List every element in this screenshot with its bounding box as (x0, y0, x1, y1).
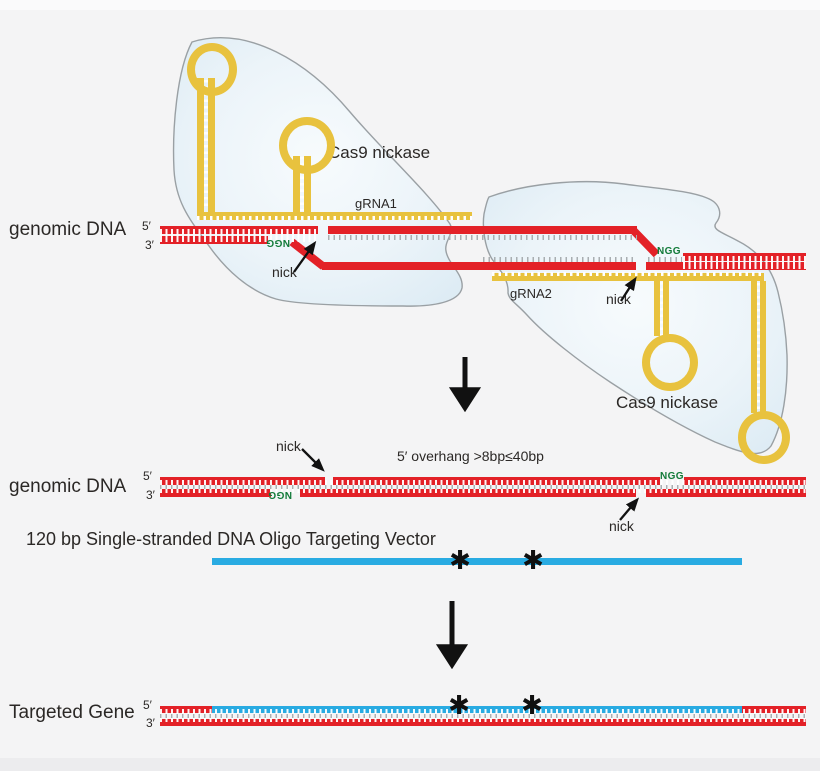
cas9-nickase-label-left: Cas9 nickase (328, 143, 431, 162)
grna1-hairpin1-rungs (204, 80, 208, 210)
top-strand-mid-segment (328, 226, 637, 234)
mutation-asterisk-gene-2: ✱ (521, 690, 543, 721)
grna2-hairpin2-loop (738, 411, 790, 464)
unpaired-ticks-under-pam (648, 257, 682, 262)
three-prime-label-top: 3′ (145, 238, 154, 252)
ssdna-oligo-line (212, 558, 742, 565)
base-pair-ticks-gene-gap (160, 714, 806, 718)
grna2-hairpin1-rungs (660, 282, 663, 335)
three-prime-label-mid: 3′ (146, 488, 155, 502)
bottom-strand-displaced-segment (322, 262, 636, 270)
nick-label-top-right: nick (606, 291, 631, 307)
top-edge-band (0, 0, 820, 10)
mid-bottom-strand-seg1 (160, 489, 271, 497)
five-prime-label-top: 5′ (142, 219, 151, 233)
mid-bottom-strand-seg3 (646, 489, 806, 497)
base-pair-ticks-top-right-duplex (683, 256, 806, 269)
gene-bottom-strand (160, 719, 806, 726)
grna1-hairpin2-loop (279, 117, 335, 174)
pam-ngg-top-right: NGG (657, 246, 681, 257)
genomic-dna-label-top: genomic DNA (9, 219, 127, 240)
base-pair-ticks-top-left-duplex (160, 229, 318, 242)
grna1-hairpin1-rail-right (208, 78, 215, 212)
unpaired-ticks-top-strand (328, 235, 637, 240)
pam-ngg-top-left: NGG (266, 237, 290, 248)
targeted-gene-label: Targeted Gene (9, 702, 135, 723)
grna1-hairpin1-rail-left (197, 78, 204, 212)
top-strand-diagonal (630, 227, 660, 258)
grna2-pairing-teeth (492, 272, 764, 276)
grna2-hairpin1-rail-right (663, 281, 669, 336)
nick-label-top-left: nick (272, 264, 297, 280)
grna1-label: gRNA1 (355, 196, 397, 211)
nick-label-mid-right: nick (609, 518, 634, 534)
mutation-asterisk-oligo-2: ✱ (522, 545, 544, 576)
genomic-dna-label-mid: genomic DNA (9, 476, 127, 497)
mutation-asterisk-gene-1: ✱ (448, 690, 470, 721)
grna2-hairpin2-rungs (757, 283, 760, 411)
grna1-pairing-teeth (197, 216, 472, 220)
three-prime-label-bottom: 3′ (146, 716, 155, 730)
pam-ngg-top-left-text: NGG (266, 237, 290, 248)
mutation-asterisk-oligo-1: ✱ (449, 545, 471, 576)
cas9-nickase-label-right: Cas9 nickase (616, 393, 719, 412)
cas9-nickase-cell-right (482, 180, 788, 455)
grna1-hairpin1-loop (187, 43, 237, 96)
nick-label-mid-left: nick (276, 438, 301, 454)
pam-ngg-mid-left-text: NGG (268, 489, 292, 500)
base-pair-ticks-mid-gap (160, 485, 806, 489)
mid-bottom-strand-seg2 (300, 489, 636, 497)
grna2-hairpin2-rail-right (760, 281, 766, 413)
grna2-label: gRNA2 (510, 286, 552, 301)
overhang-label: 5′ overhang >8bp≤40bp (397, 448, 544, 464)
five-prime-label-mid: 5′ (143, 469, 152, 483)
oligo-caption: 120 bp Single-stranded DNA Oligo Targeti… (26, 529, 436, 549)
five-prime-label-bottom: 5′ (143, 698, 152, 712)
grna2-hairpin1-loop (642, 334, 698, 391)
unpaired-ticks-bottom-strand (483, 257, 637, 262)
bottom-edge-band (0, 758, 820, 771)
pam-ngg-mid-right: NGG (660, 471, 684, 482)
nick-arrow-mid-left (301, 448, 325, 472)
pam-ngg-mid-left: NGG (268, 489, 292, 500)
